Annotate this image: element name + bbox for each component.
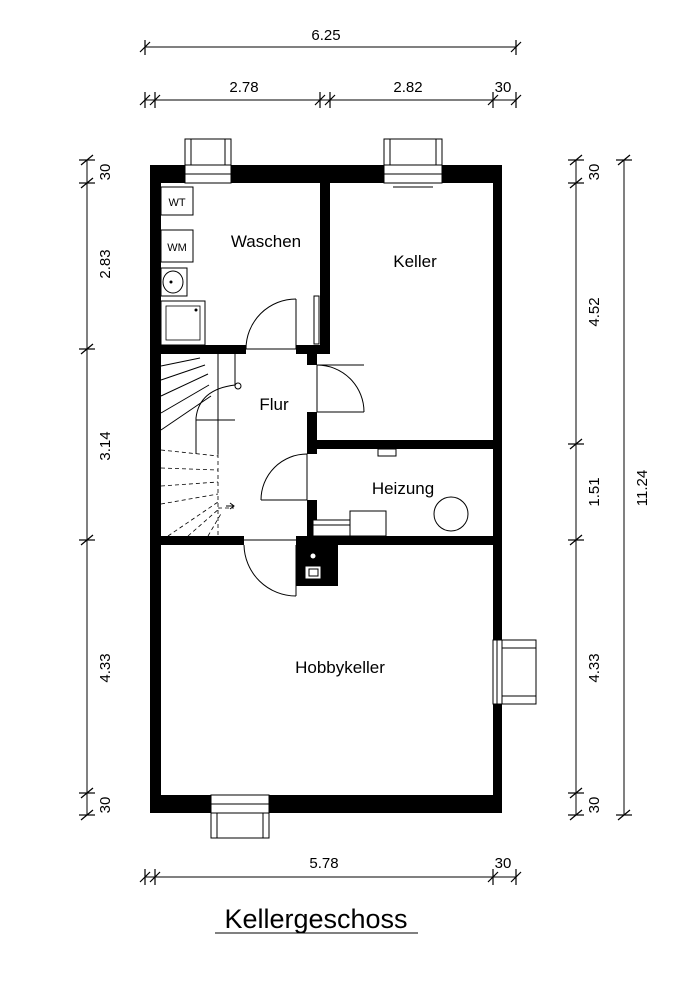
window-top-right	[383, 138, 443, 188]
dim-label-right-2: 1.51	[586, 477, 603, 506]
room-label-heizung: Heizung	[372, 479, 434, 498]
room-label-waschen: Waschen	[231, 232, 301, 251]
window-bottom	[210, 794, 270, 839]
fixture-wt: WT	[160, 186, 194, 216]
dim-label-bottom-main: 5.78	[309, 855, 338, 872]
heating-equipment	[312, 448, 469, 537]
dim-label-left-2: 3.14	[97, 431, 114, 460]
window-top-left	[184, 138, 232, 184]
room-label-flur: Flur	[259, 395, 289, 414]
dim-label-left-bottom: 30	[97, 797, 114, 814]
door-keller	[316, 364, 365, 413]
walls	[150, 165, 502, 813]
dimension-bottom: 5.78 30	[139, 855, 522, 885]
dim-label-top-mid: 2.82	[393, 79, 422, 96]
fixture-wt-label: WT	[168, 197, 185, 209]
door-waschen	[245, 295, 320, 350]
dimension-right: 30 4.52 1.51 4.33 30 11.24	[568, 154, 651, 821]
fixture-wm-label: WM	[167, 242, 187, 254]
dim-label-bottom-right: 30	[495, 855, 512, 872]
dim-label-right-top: 30	[586, 164, 603, 181]
window-right	[492, 639, 537, 705]
dim-label-left-3: 4.33	[97, 653, 114, 682]
dim-label-right-total: 11.24	[634, 470, 651, 506]
dim-label-left-1: 2.83	[97, 249, 114, 278]
dim-label-right-3: 4.33	[586, 653, 603, 682]
door-hobbykeller	[243, 539, 297, 597]
fixture-wm: WM	[160, 229, 194, 263]
dim-label-right-1: 4.52	[586, 297, 603, 326]
door-heizung	[260, 453, 308, 501]
dim-label-top-right: 30	[495, 79, 512, 96]
dimension-top-segments: 2.78 2.82 30	[139, 79, 522, 108]
plan-title: Kellergeschoss	[224, 904, 407, 934]
dimension-top-total: 6.25	[139, 27, 522, 55]
shower-tray	[160, 300, 206, 346]
dimension-left: 30 2.83 3.14 4.33 30	[79, 154, 114, 821]
room-label-keller: Keller	[393, 252, 437, 271]
dim-label-left-top: 30	[97, 164, 114, 181]
room-label-hobbykeller: Hobbykeller	[295, 658, 385, 677]
dim-label-right-bottom: 30	[586, 797, 603, 814]
washbasin	[160, 267, 188, 297]
dim-label-top-left: 2.78	[229, 79, 258, 96]
dim-label-top-total: 6.25	[311, 27, 340, 44]
staircase	[160, 354, 242, 537]
